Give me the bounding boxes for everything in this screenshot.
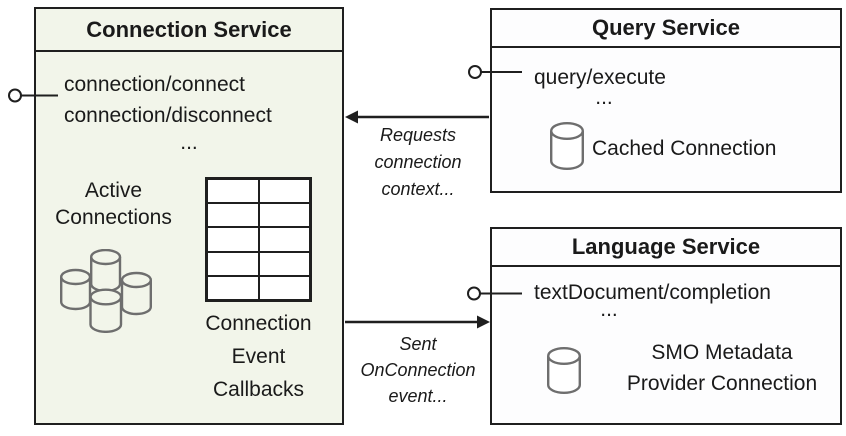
callbacks-label-line3: Callbacks [212,378,305,401]
smo-label-line2: Provider Connection [626,372,818,395]
textdocument-completion-method: textDocument/completion [534,281,771,304]
sent-onconnection-event-annotation: Sent OnConnection event... [347,331,489,409]
callbacks-label-line2: Event [231,345,286,368]
requests-connection-context-annotation: Requests connection context... [347,122,489,203]
smo-label-line1: SMO Metadata [651,341,793,364]
query-methods-ellipsis: ... [595,86,613,109]
connection-methods-ellipsis: ... [180,131,198,154]
sent-annotation-line1: Sent [399,334,437,354]
language-service-box: Language Service textDocument/completion… [490,227,842,425]
database-icon [547,347,581,394]
requests-annotation-line2: connection [374,152,462,172]
database-cluster-icon [60,249,152,333]
query-service-title: Query Service [492,10,840,48]
requests-annotation-line3: context... [381,179,455,199]
callback-table-cell [258,179,310,204]
callback-table-cell [207,251,259,276]
sent-event-arrow [345,315,490,329]
connection-service-title: Connection Service [36,9,342,52]
callback-table-cell [207,179,259,204]
interface-circle-icon [467,286,481,301]
cached-connection-label: Cached Connection [592,137,777,160]
requests-annotation-line1: Requests [379,125,457,145]
database-icon [550,122,584,170]
interface-circle-icon [468,65,482,79]
callback-table-cell [258,251,310,276]
sent-annotation-line3: event... [388,386,448,406]
query-execute-method: query/execute [534,66,666,89]
callback-table-cell [207,275,259,300]
callbacks-label-line1: Connection [205,312,312,335]
callback-table-cell [207,227,259,252]
callback-table-cell [258,203,310,228]
active-connections-line2: Connections [55,206,172,229]
language-methods-ellipsis: ... [600,298,618,321]
connection-event-callbacks-label: Connection Event Callbacks [186,307,331,406]
active-connections-line1: Active [84,179,143,202]
query-service-box: Query Service query/execute ... Cached C… [490,8,842,193]
callback-table-cell [258,227,310,252]
callback-table-cell [258,275,310,300]
connection-disconnect-method: connection/disconnect [64,104,272,127]
connection-service-box: Connection Service connection/connect co… [34,7,344,425]
connection-connect-method: connection/connect [64,73,245,96]
callback-table [205,177,312,302]
language-service-title: Language Service [492,229,840,267]
interface-circle-icon [8,88,22,103]
smo-metadata-provider-label: SMO Metadata Provider Connection [587,337,846,399]
arrowhead-right-icon [477,315,490,329]
callback-table-cell [207,203,259,228]
sent-annotation-line2: OnConnection [360,360,476,380]
active-connections-label: Active Connections [41,177,186,231]
